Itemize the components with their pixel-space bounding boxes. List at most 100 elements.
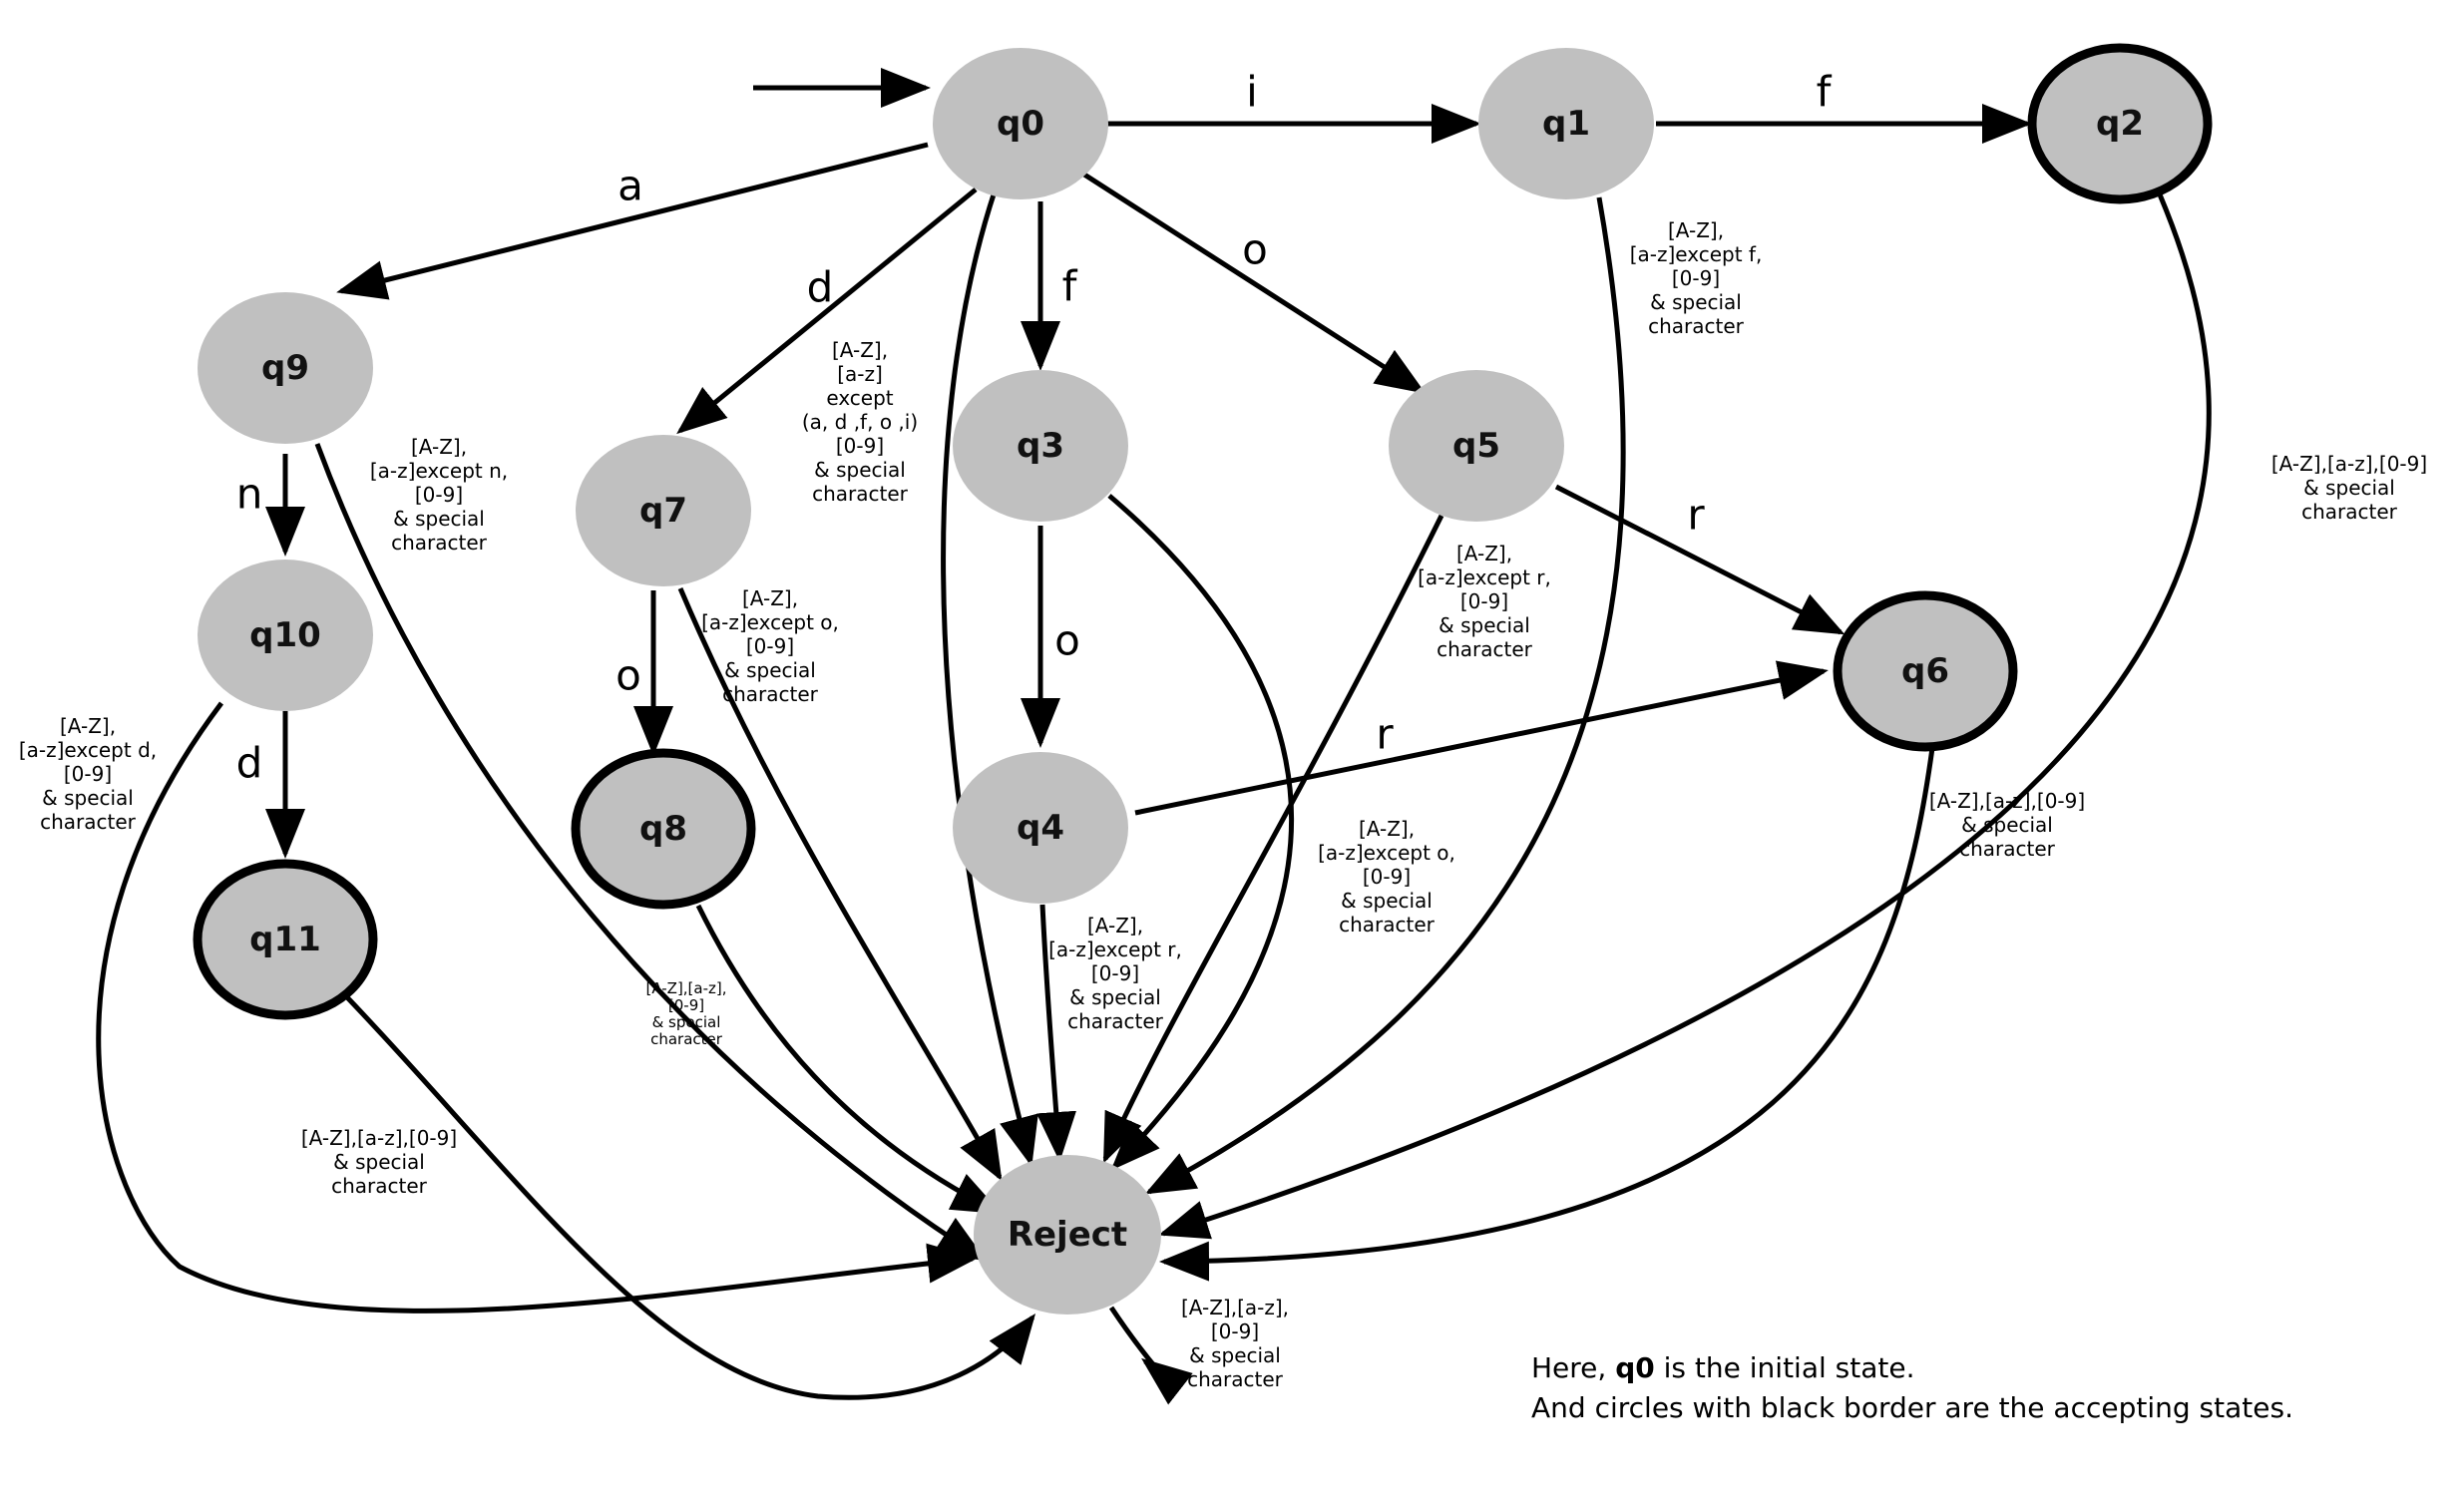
- transition-label-line: & special: [333, 1150, 425, 1174]
- transition-symbol-q5-to-q6: r: [1687, 491, 1705, 540]
- transition-label-line: [a-z]except r,: [1048, 938, 1182, 961]
- transition-label-line: [A-Z],[a-z],[0-9]: [301, 1126, 457, 1150]
- transition-q3-to-reject: [1107, 494, 1294, 1171]
- transition-label-line: [a-z]except o,: [1318, 841, 1455, 865]
- transition-label-line: [0-9]: [1460, 589, 1508, 613]
- transition-symbol-q0-to-q1: i: [1246, 68, 1258, 117]
- transition-label-line: character: [650, 1030, 723, 1048]
- transition-label-line: [A-Z],: [411, 435, 467, 459]
- state-label-q0: q0: [997, 104, 1044, 144]
- legend-note: Here, q0 is the initial state. And circl…: [1531, 1348, 2293, 1428]
- transition-label-line: [A-Z],: [1668, 218, 1724, 242]
- transition-label-line: & special: [42, 786, 134, 810]
- transition-symbol-q0-to-q9: a: [617, 162, 643, 210]
- state-label-q3: q3: [1017, 426, 1064, 466]
- transition-label-line: [0-9]: [836, 434, 884, 458]
- state-label-q4: q4: [1017, 808, 1064, 848]
- state-q7: q7: [576, 435, 751, 586]
- transition-label-line: [A-Z],[a-z],[0-9]: [1929, 789, 2085, 813]
- transition-q5-to-reject: [1102, 514, 1444, 1164]
- transition-label-line: [A-Z],[a-z],: [645, 979, 726, 997]
- transition-label-line: [a-z]: [837, 362, 883, 386]
- transition-label-line: & special: [1341, 889, 1433, 913]
- state-label-q7: q7: [639, 491, 687, 531]
- transition-label-line: [0-9]: [1091, 961, 1139, 985]
- transition-symbol-q0-to-q5: o: [1242, 225, 1268, 274]
- transition-q11-to-reject: [345, 995, 1036, 1400]
- transition-symbol-q0-to-q7: d: [807, 263, 834, 312]
- transition-symbol-q0-to-q3: f: [1062, 262, 1078, 311]
- transition-label-line: [A-Z],: [1087, 914, 1143, 938]
- transition-q0-to-q7: [676, 188, 978, 435]
- accepting-state-circle: [2027, 43, 2213, 204]
- state-circle: [576, 435, 751, 586]
- transition-label-line: character: [2301, 500, 2398, 524]
- transition-label-line: & special: [1438, 613, 1530, 637]
- transition-label-line: character: [1437, 637, 1533, 661]
- transition-label-line: character: [1648, 314, 1745, 338]
- transition-label-line: character: [1339, 913, 1436, 937]
- transition-q10-to-reject: [96, 701, 978, 1313]
- state-label-q6: q6: [1901, 651, 1949, 691]
- transition-label-line: [0-9]: [415, 483, 463, 507]
- transition-label-line: & special: [2303, 476, 2395, 500]
- transition-label-line: & special: [1961, 813, 2053, 837]
- accepting-state-circle: [1833, 590, 2018, 752]
- state-q10: q10: [198, 560, 373, 711]
- state-circle: [1389, 370, 1564, 522]
- accepting-state-circle: [193, 859, 378, 1020]
- transition-symbol-q10-to-q11: d: [236, 739, 263, 788]
- transition-label-line: except: [826, 386, 893, 410]
- transition-symbol-q7-to-q8: o: [616, 651, 641, 700]
- legend-text: Here,: [1531, 1351, 1616, 1384]
- state-label-q10: q10: [249, 615, 321, 655]
- state-q1: q1: [1478, 48, 1654, 199]
- transition-label-line: [A-Z],: [1359, 817, 1415, 841]
- transition-symbol-q3-to-q4: o: [1054, 616, 1080, 665]
- legend-line-accepting: And circles with black border are the ac…: [1531, 1391, 2293, 1424]
- transition-label-line: [0-9]: [64, 762, 112, 786]
- state-circle: [198, 292, 373, 444]
- transition-label-line: character: [722, 682, 819, 706]
- state-label-q1: q1: [1542, 104, 1590, 144]
- transition-label-line: [0-9]: [746, 634, 794, 658]
- transition-label-line: & special: [393, 507, 485, 531]
- state-label-q5: q5: [1452, 426, 1500, 466]
- transition-label-line: character: [40, 810, 137, 834]
- transition-label-line: character: [1187, 1367, 1284, 1391]
- transition-label-line: character: [1067, 1009, 1164, 1033]
- state-circle: [933, 48, 1108, 199]
- transition-label-line: [A-Z],[a-z],[0-9]: [2271, 452, 2427, 476]
- transition-label-line: (a, d ,f, o ,i): [802, 410, 918, 434]
- transition-label-line: [0-9]: [1672, 266, 1720, 290]
- transition-symbol-q1-to-q2: f: [1817, 68, 1833, 117]
- state-circle: [953, 370, 1128, 522]
- state-circle: [1478, 48, 1654, 199]
- state-q4: q4: [953, 752, 1128, 904]
- transition-label-line: [0-9]: [1211, 1319, 1259, 1343]
- transition-label-line: character: [331, 1174, 428, 1198]
- state-q0: q0: [933, 48, 1108, 199]
- transition-label-line: [A-Z],: [832, 338, 888, 362]
- accepting-state-circle: [571, 748, 756, 910]
- transition-label-line: [a-z]except o,: [701, 610, 839, 634]
- state-q2: q2: [2027, 43, 2213, 204]
- transition-label-line: & special: [1069, 985, 1161, 1009]
- transition-symbol-q9-to-q10: n: [236, 470, 263, 519]
- state-circle: [953, 752, 1128, 904]
- transition-label-line: & special: [724, 658, 816, 682]
- state-q11: q11: [193, 859, 378, 1020]
- transition-label-line: character: [391, 531, 488, 555]
- transition-q4-to-q6: [1134, 660, 1829, 816]
- transition-label-line: [A-Z],: [60, 714, 116, 738]
- transition-label-line: & special: [1189, 1343, 1281, 1367]
